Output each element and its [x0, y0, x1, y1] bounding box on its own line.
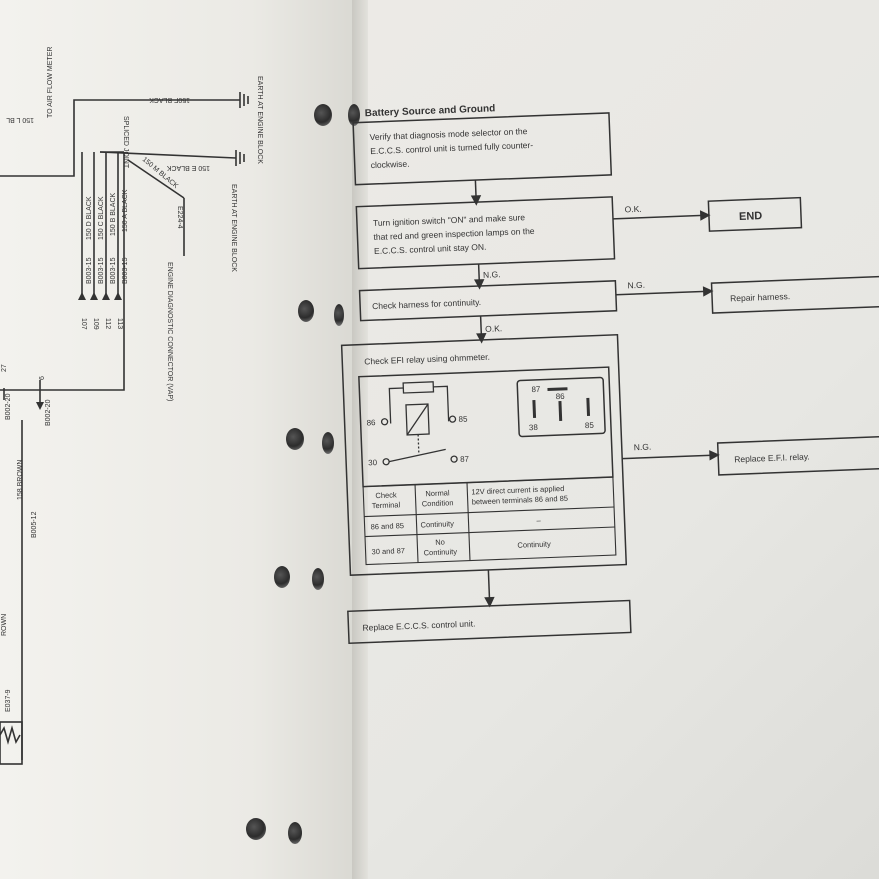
step1-box	[352, 112, 613, 186]
table-cell: No	[435, 538, 445, 547]
relay-pin-30: 30	[368, 458, 378, 467]
punch-hole	[286, 428, 304, 450]
connector-pin-85: 85	[585, 421, 595, 430]
punch-hole	[246, 818, 266, 840]
label-150f: 150F BLACK	[149, 96, 190, 103]
flowchart: Battery Source and Ground Verify that di…	[340, 103, 879, 645]
pin-label: 107	[80, 318, 87, 330]
label-diagnostic-connector: ENGINE DIAGNOSTIC CONNECTOR (VAP)	[166, 262, 173, 401]
table-cell: 30 and 87	[371, 546, 405, 556]
label-b005: B005-12	[31, 511, 38, 538]
relay-pin-87: 87	[460, 455, 470, 464]
table-header-check: Terminal	[372, 500, 401, 510]
step5-text: Replace E.C.C.S. control unit.	[362, 618, 475, 632]
label-air-flow: TO AIR FLOW METER	[47, 47, 54, 118]
table-header-note: between terminals 86 and 85	[472, 494, 569, 507]
label-158-brown: 158 BROWN	[17, 460, 24, 500]
check-table	[362, 476, 617, 566]
label-b002a: B002-20	[5, 393, 12, 420]
table-cell: 86 and 85	[370, 521, 404, 531]
label-150l: 150 L BL	[6, 116, 34, 123]
label-6: 6	[39, 376, 46, 380]
step2-line: that red and green inspection lamps on t…	[373, 226, 535, 242]
connector-label: B003-15	[98, 257, 105, 284]
connector-pin-87: 87	[531, 385, 541, 394]
pin-label: 112	[104, 318, 111, 329]
punch-hole	[274, 566, 290, 588]
label-e037: E037-9	[5, 689, 12, 712]
replace-relay-text: Replace E.F.I. relay.	[734, 451, 810, 464]
step3-text: Check harness for continuity.	[372, 297, 481, 311]
punch-hole	[348, 104, 360, 126]
punch-hole	[322, 432, 334, 454]
punch-hole	[298, 300, 314, 322]
wire-label: 150 B BLACK	[110, 192, 117, 236]
component-box	[0, 721, 23, 765]
table-header-normal: Normal	[425, 488, 450, 498]
flow-arrows	[470, 180, 720, 608]
ground-symbol	[239, 92, 249, 108]
punch-hole	[314, 104, 332, 126]
ng-label-3: N.G.	[634, 442, 652, 453]
ng-label-1: N.G.	[483, 269, 501, 280]
table-cell: –	[536, 516, 541, 525]
step1-line: E.C.C.S. control unit is turned fully co…	[370, 140, 533, 156]
label-earth-1: EARTH AT ENGINE BLOCK	[256, 76, 263, 164]
step2-box	[355, 196, 616, 270]
repair-box	[710, 275, 879, 314]
pin-arrowheads	[36, 292, 122, 410]
relay-schematic	[380, 381, 458, 466]
table-cell: Continuity	[423, 547, 457, 557]
step2-line: E.C.C.S. control unit stay ON.	[374, 242, 487, 256]
table-header-note: 12V direct current is applied	[471, 484, 564, 497]
ok-label-2: O.K.	[485, 323, 502, 334]
label-spliced-joint: SPLICED JOINT	[122, 116, 129, 169]
step4-text: Check EFI relay using ohmmeter.	[364, 352, 490, 367]
wire-label: 150 D BLACK	[86, 196, 93, 240]
relay-pin-85: 85	[458, 415, 468, 424]
relay-connector-face	[516, 376, 606, 438]
table-cell: Continuity	[420, 519, 454, 529]
resistor-symbol	[0, 725, 21, 745]
relay-figure-box	[358, 366, 614, 488]
pin-label: 109	[92, 318, 99, 330]
connector-label: B003-15	[86, 257, 93, 284]
ok-label-1: O.K.	[624, 204, 641, 215]
relay-pin-86: 86	[366, 418, 376, 427]
wire-label: 150 A BLACK	[122, 189, 129, 232]
replace-relay-box	[716, 435, 879, 476]
step5-box	[347, 599, 632, 645]
step3-box	[358, 280, 618, 322]
step1-line: clockwise.	[371, 159, 410, 170]
connector-label: B003-15	[122, 257, 129, 284]
repair-text: Repair harness.	[730, 291, 790, 303]
step2-line: Turn ignition switch "ON" and make sure	[373, 212, 526, 228]
label-e224: E224-4	[176, 206, 183, 229]
table-cell: Continuity	[517, 539, 551, 549]
step4-box	[340, 333, 628, 576]
ng-label-2: N.G.	[627, 280, 645, 291]
label-150e: 150 E BLACK	[166, 164, 210, 171]
connector-pin-86: 86	[556, 392, 566, 401]
connector-pin-38: 38	[529, 423, 539, 432]
pin-label: 113	[116, 318, 123, 329]
label-rown: ROWN	[1, 614, 8, 636]
connector-label: B003-15	[110, 257, 117, 284]
end-box	[707, 196, 803, 232]
punch-hole	[312, 568, 324, 590]
label-27: 27	[1, 364, 8, 372]
label-b002b: B002-20	[45, 399, 52, 426]
end-label: END	[739, 210, 763, 223]
step1-line: Verify that diagnosis mode selector on t…	[369, 126, 527, 142]
ground-symbol	[235, 150, 245, 166]
table-header-normal: Condition	[422, 498, 454, 508]
wiring-diagram	[0, 99, 240, 760]
punch-hole	[334, 304, 344, 326]
punch-hole	[288, 822, 302, 844]
flow-title: Battery Source and Ground	[365, 103, 496, 119]
label-earth-2: EARTH AT ENGINE BLOCK	[230, 184, 237, 272]
wire-label: 150 C BLACK	[98, 196, 105, 240]
table-header-check: Check	[375, 490, 397, 500]
